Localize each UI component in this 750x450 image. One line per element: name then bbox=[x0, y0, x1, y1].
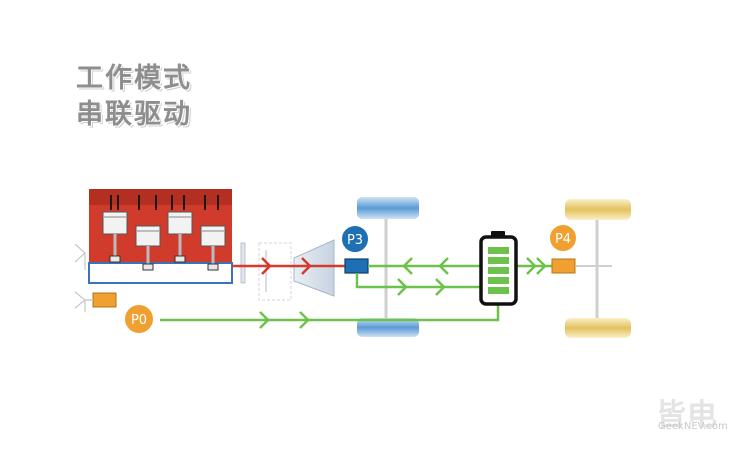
mode-subtitle: 串联驱动 bbox=[76, 99, 192, 130]
p3-label: P3 bbox=[347, 233, 363, 248]
rear-wheel-top bbox=[565, 199, 631, 220]
gearbox bbox=[293, 239, 335, 297]
accessory-belt bbox=[74, 243, 86, 312]
watermark-logo: 皆电 bbox=[656, 398, 718, 433]
p3-badge: P3 bbox=[340, 224, 370, 254]
engine bbox=[88, 189, 233, 284]
mode-title: 工作模式 bbox=[76, 63, 192, 94]
electric-power-flow bbox=[160, 257, 552, 329]
p0-badge: P0 bbox=[123, 303, 155, 335]
rear-wheel-bottom bbox=[565, 318, 631, 338]
p0-label: P0 bbox=[131, 313, 147, 328]
front-axle bbox=[357, 197, 419, 337]
rear-axle bbox=[565, 199, 631, 338]
cylinder-2 bbox=[135, 195, 161, 271]
p0-motor bbox=[92, 292, 117, 308]
watermark-url: GeekNEV.com bbox=[658, 421, 728, 432]
engine-head bbox=[89, 189, 232, 205]
cylinder-4 bbox=[200, 195, 226, 271]
p4-label: P4 bbox=[555, 232, 571, 247]
cylinder-1 bbox=[102, 195, 128, 263]
clutch-plate bbox=[240, 242, 246, 284]
clutch-housing bbox=[258, 242, 292, 301]
front-wheel-bottom bbox=[357, 318, 419, 337]
p4-motor bbox=[551, 258, 576, 274]
p4-badge: P4 bbox=[548, 223, 578, 253]
battery-icon bbox=[479, 231, 518, 306]
cylinder-3 bbox=[167, 195, 193, 263]
front-wheel-top bbox=[357, 197, 419, 219]
p3-motor bbox=[344, 258, 369, 274]
engine-power-flow bbox=[232, 257, 345, 275]
crankcase bbox=[88, 262, 233, 284]
